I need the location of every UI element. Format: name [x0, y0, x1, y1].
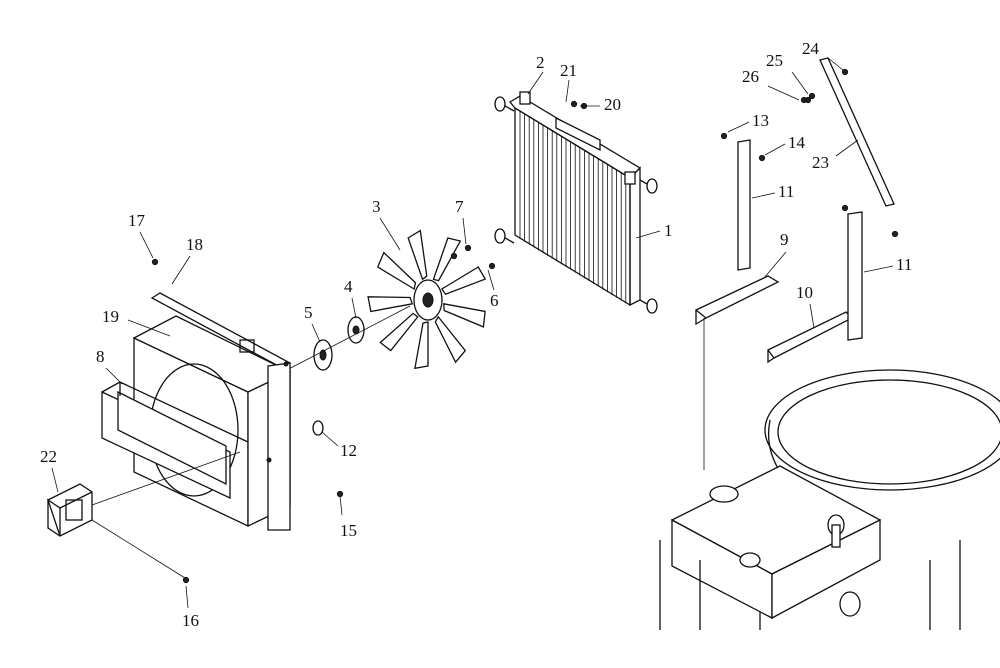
machine-frame — [659, 369, 1000, 630]
leader-line-8 — [105, 367, 123, 385]
leader-line-15 — [339, 495, 343, 516]
hydraulic-motor — [46, 483, 93, 537]
leader-line-10 — [809, 303, 815, 329]
part-callout-9: 9 — [780, 230, 789, 249]
part-callout-18: 18 — [186, 235, 203, 254]
part-callout-19: 19 — [102, 307, 119, 326]
part-callout-22: 22 — [40, 447, 57, 466]
leader-line-9 — [763, 251, 787, 279]
leader-line-25 — [791, 71, 809, 95]
leader-line-2 — [527, 71, 544, 95]
part-callout-7: 7 — [455, 197, 464, 216]
part-callout-24: 24 — [802, 39, 820, 58]
leader-line-3 — [379, 217, 401, 251]
bushing — [312, 420, 324, 436]
leader-line-23 — [835, 139, 859, 157]
leader-line-24 — [827, 57, 844, 71]
part-callout-1: 1 — [664, 221, 673, 240]
part-callout-10: 10 — [796, 283, 813, 302]
leader-line-21 — [565, 79, 570, 103]
part-callout-26: 26 — [742, 67, 759, 86]
part-callout-4: 4 — [344, 277, 353, 296]
leader-line-1 — [635, 230, 661, 239]
fan-hub — [313, 339, 333, 371]
part-callout-2: 2 — [536, 53, 545, 72]
support-11-lower — [847, 211, 863, 341]
leader-line-12 — [321, 431, 339, 447]
support-11-upper — [737, 139, 751, 271]
leader-line-6 — [487, 269, 495, 291]
leader-line-13 — [727, 121, 750, 133]
leader-line-5 — [311, 323, 321, 343]
radiator-core — [494, 91, 658, 314]
fan-spacer — [347, 316, 365, 344]
part-callout-3: 3 — [372, 197, 381, 216]
part-callout-14: 14 — [788, 133, 806, 152]
part-callout-16: 16 — [182, 611, 199, 630]
part-callout-5: 5 — [304, 303, 313, 322]
part-callout-11a: 11 — [778, 182, 794, 201]
part-callout-21: 21 — [560, 61, 577, 80]
leader-line-7 — [462, 217, 467, 245]
part-callout-15: 15 — [340, 521, 357, 540]
part-callout-13: 13 — [752, 111, 769, 130]
part-callout-11b: 11 — [896, 255, 912, 274]
part-callout-17: 17 — [128, 211, 146, 230]
part-callout-8: 8 — [96, 347, 105, 366]
leader-line-19 — [127, 319, 171, 337]
fan-shroud — [101, 292, 292, 531]
leader-line-22 — [51, 467, 59, 493]
leader-line-18 — [171, 255, 191, 285]
leader-line-11b — [863, 265, 894, 273]
part-callout-23: 23 — [812, 153, 829, 172]
fan-blade-assembly — [367, 229, 487, 370]
stay-rod-23 — [819, 57, 895, 207]
leader-line-14 — [764, 143, 786, 156]
bracket-9 — [694, 275, 780, 326]
leader-line-4 — [351, 297, 357, 319]
leader-line-17 — [139, 231, 154, 259]
part-callout-12: 12 — [340, 441, 357, 460]
bracket-10 — [767, 311, 854, 364]
part-callout-6: 6 — [490, 291, 499, 310]
leader-line-26 — [767, 85, 800, 101]
part-callout-20: 20 — [604, 95, 621, 114]
leader-line-11a — [751, 192, 776, 199]
leader-line-16 — [185, 585, 189, 609]
part-callout-25: 25 — [766, 51, 783, 70]
